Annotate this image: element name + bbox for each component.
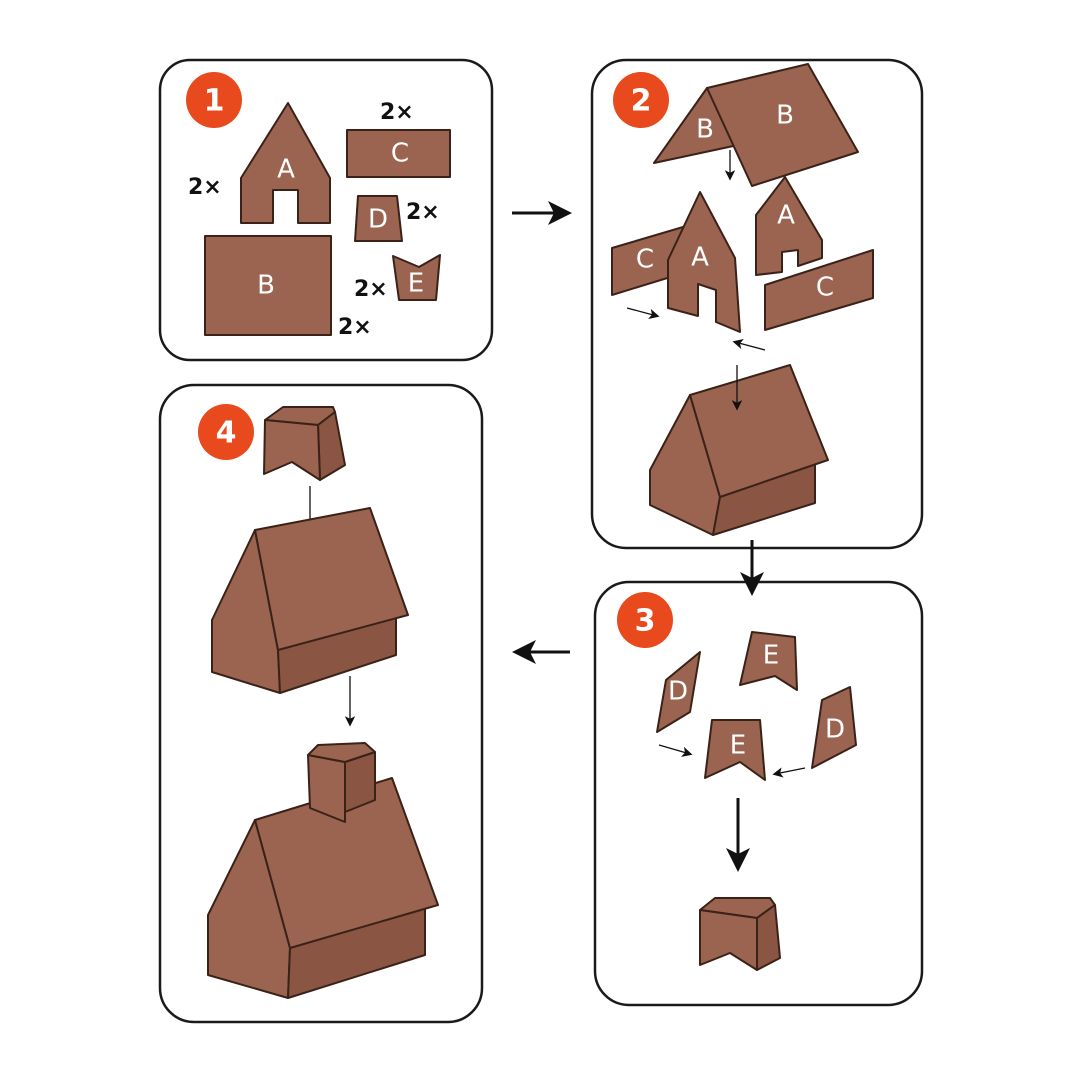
quantity-label: 2× [380, 100, 414, 125]
piece-d: D [354, 195, 403, 242]
piece-label: E [408, 269, 424, 299]
chimney-piece-d-right: D [811, 686, 857, 769]
piece-label: B [696, 115, 714, 145]
piece-label: C [816, 273, 834, 303]
quantity-label: 2× [406, 200, 440, 225]
step-1-badge: 1 [186, 72, 242, 128]
small-arrow [732, 338, 766, 351]
house-without-chimney [211, 507, 409, 694]
quantity-label: 2× [188, 175, 222, 200]
step-number: 1 [204, 84, 225, 119]
piece-b: B [204, 235, 332, 336]
piece-a: A [240, 102, 331, 224]
assembled-chimney [699, 897, 781, 971]
gable-piece-a-front: A [667, 191, 741, 333]
step-4-panel: 4 [158, 383, 484, 1024]
piece-label: D [368, 205, 388, 235]
chimney [263, 406, 346, 481]
piece-label: D [668, 677, 688, 707]
piece-label: E [763, 641, 779, 671]
chimney-piece-d-left: D [656, 651, 701, 733]
step-4-badge: 4 [198, 404, 254, 460]
piece-label: C [636, 245, 654, 275]
wall-piece-c-right: C [764, 249, 874, 331]
small-arrow [772, 767, 806, 778]
piece-e: E [392, 254, 441, 301]
roof-piece-b-right: B [706, 63, 859, 187]
step-2-badge: 2 [613, 72, 669, 128]
gable-piece-a-back: A [755, 176, 823, 276]
quantity-label: 2× [338, 315, 372, 340]
chimney-piece-e-back: E [739, 631, 798, 691]
assembled-house-body [649, 364, 829, 536]
piece-label: B [257, 271, 275, 301]
step-3-panel: 3 E D D E [593, 580, 924, 1007]
chimney-piece-e-front: E [704, 719, 766, 781]
piece-label: D [825, 715, 845, 745]
piece-label: B [776, 101, 794, 131]
quantity-label: 2× [354, 277, 388, 302]
step-1-panel: 1 A 2× C 2× D 2× E 2× B 2× [158, 58, 494, 362]
step-3-badge: 3 [617, 592, 673, 648]
finished-gingerbread-house [207, 742, 439, 999]
step-number: 3 [635, 604, 656, 639]
small-arrow [658, 744, 693, 757]
piece-label: A [777, 201, 795, 231]
small-arrow [626, 307, 660, 320]
step-2-panel: 2 B B C A A C [590, 58, 924, 550]
step-number: 2 [631, 84, 652, 119]
piece-label: A [691, 243, 709, 273]
piece-label: C [391, 139, 409, 169]
piece-label: E [730, 731, 746, 761]
step-number: 4 [216, 416, 237, 451]
piece-c: C [346, 129, 451, 178]
piece-label: A [277, 155, 295, 185]
